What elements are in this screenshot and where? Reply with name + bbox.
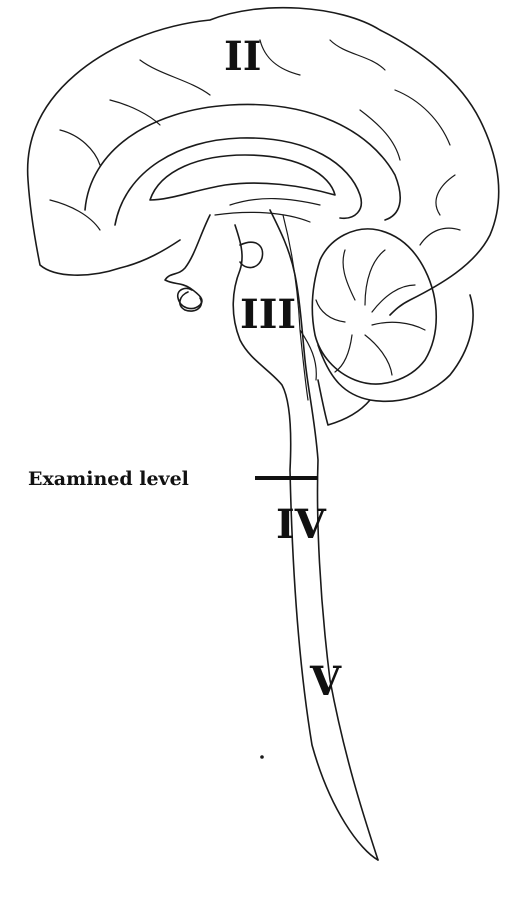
region-label-midbrain: III — [240, 291, 296, 338]
cerebellum-folia — [316, 250, 425, 375]
region-label-cerebrum: II — [224, 33, 261, 80]
cingulate-gyrus — [85, 104, 400, 220]
hypothalamus — [165, 215, 210, 309]
midbrain-bump — [240, 242, 263, 267]
region-label-spinal-cord: V — [309, 658, 342, 705]
corpus-callosum-outer — [115, 138, 361, 225]
region-label-medulla: IV — [276, 501, 327, 548]
corpus-callosum-inner — [150, 155, 335, 200]
stray-dot — [260, 755, 264, 759]
pons-base — [318, 380, 370, 425]
cerebellum — [312, 229, 436, 384]
examined-level-label: Examined level — [28, 468, 189, 490]
fornix — [215, 199, 320, 222]
tentorium — [318, 295, 473, 401]
